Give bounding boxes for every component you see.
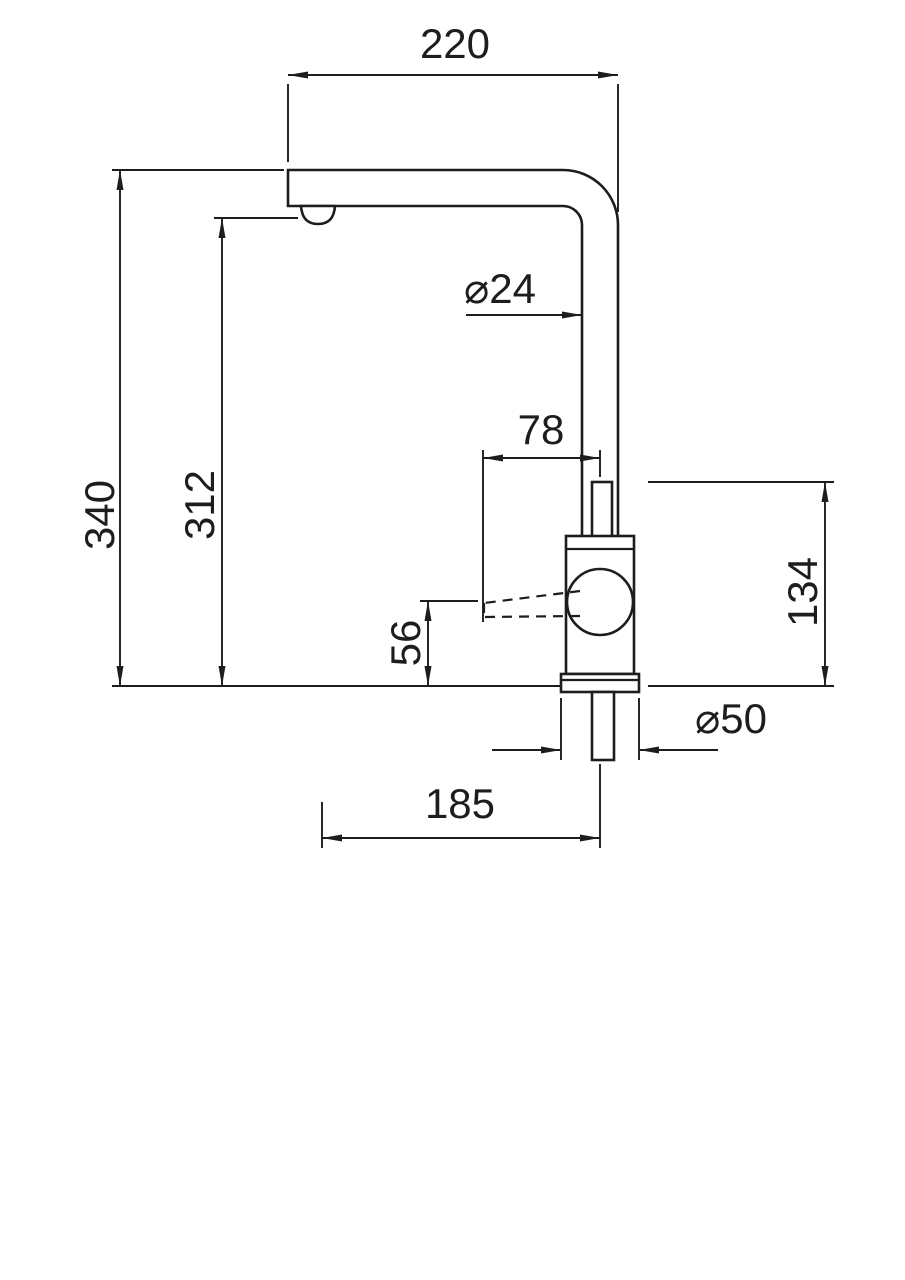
arrow-185-left: [322, 834, 342, 842]
arrow-312-bottom: [218, 666, 226, 686]
aerator: [299, 204, 337, 226]
dim-label-dia24: ⌀24: [464, 265, 536, 312]
dimensions: 220 340 312 ⌀24 78 134 56 ⌀50 185: [76, 20, 834, 848]
arrow-56-bottom: [424, 666, 432, 686]
arrow-78-left: [483, 454, 503, 462]
dim-label-56: 56: [382, 620, 429, 667]
dim-label-340: 340: [76, 480, 123, 550]
arrow-340-top: [116, 170, 124, 190]
arrow-50-right: [639, 746, 659, 754]
lever-rod: [590, 480, 614, 542]
mounting-shank: [590, 690, 616, 762]
dim-label-185: 185: [425, 780, 495, 827]
arrow-185-right: [580, 834, 600, 842]
pivot-ball: [565, 567, 635, 637]
arrow-78-right: [580, 454, 600, 462]
arrow-220-right: [598, 71, 618, 79]
base-flange: [559, 672, 641, 694]
dim-label-312: 312: [176, 470, 223, 540]
arrow-312-top: [218, 218, 226, 238]
arrow-340-bottom: [116, 666, 124, 686]
arrow-134-bottom: [821, 666, 829, 686]
faucet-outline: [286, 168, 641, 762]
dim-label-220: 220: [420, 20, 490, 67]
arrow-56-top: [424, 601, 432, 621]
arrow-24: [562, 311, 582, 319]
arrow-50-left: [541, 746, 561, 754]
arrow-134-top: [821, 482, 829, 502]
dim-label-134: 134: [779, 557, 826, 627]
arrow-220-left: [288, 71, 308, 79]
dim-label-dia50: ⌀50: [695, 695, 767, 742]
spout-tube: [286, 168, 620, 542]
dim-label-78: 78: [518, 406, 565, 453]
